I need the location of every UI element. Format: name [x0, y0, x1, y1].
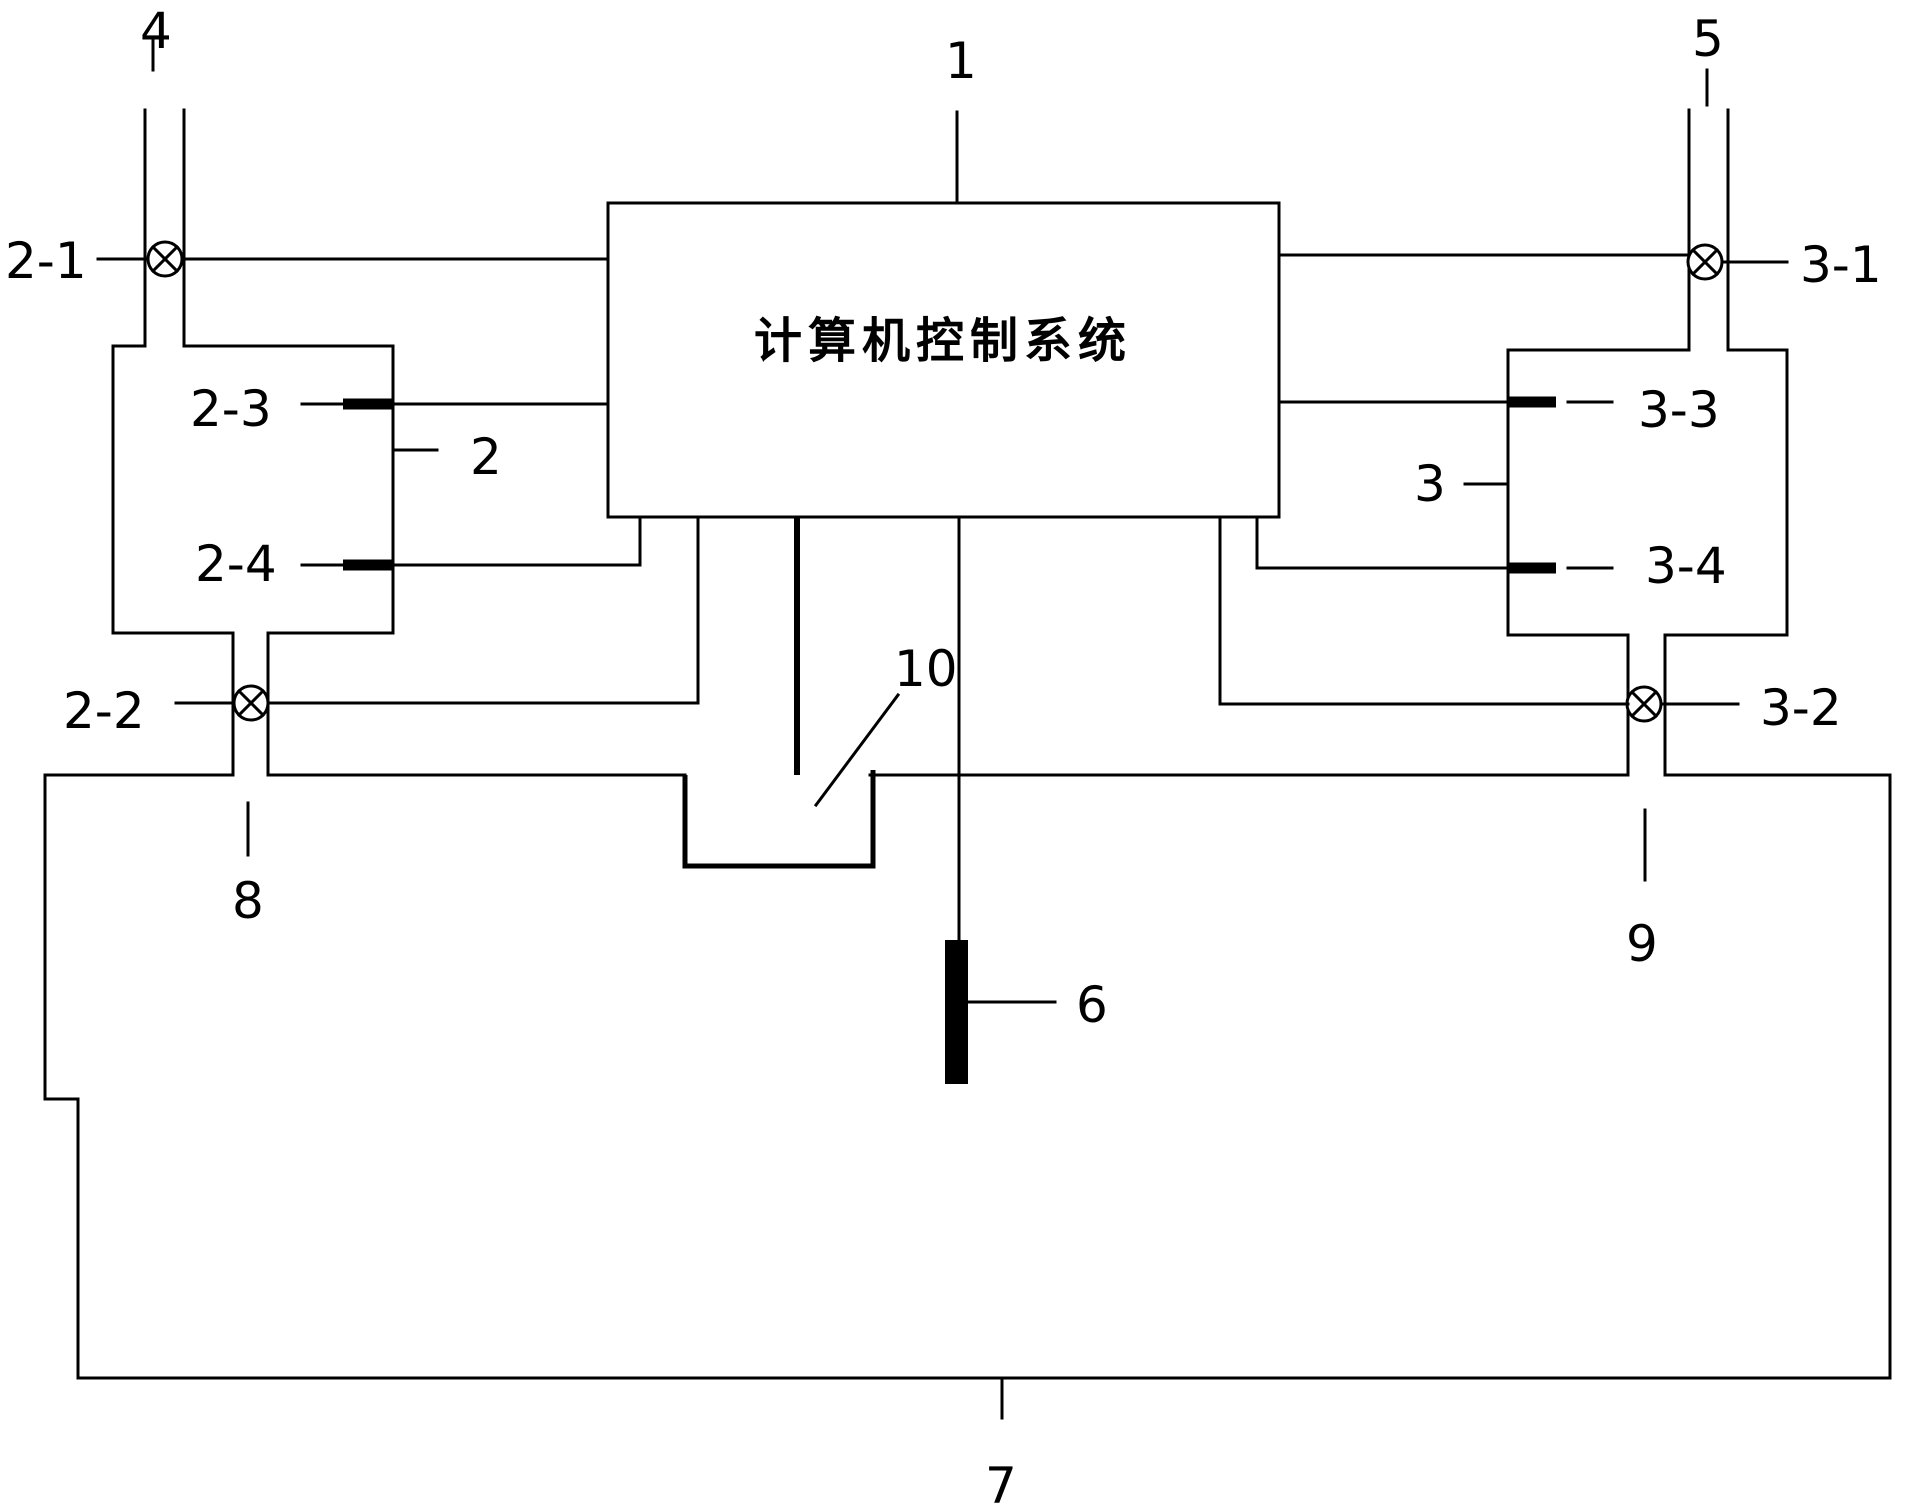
valve-2-2-icon — [232, 684, 270, 722]
label-valve-2-2: 2-2 — [63, 682, 145, 740]
label-valve-3-2: 3-2 — [1760, 679, 1842, 737]
valve-2-1-icon — [146, 240, 184, 278]
signal-wires — [182, 253, 1691, 942]
probe-icon — [945, 940, 1057, 1084]
label-control-system: 1 — [945, 32, 977, 90]
label-overflow-trough: 10 — [894, 640, 958, 698]
valve-3-1-icon — [1686, 243, 1724, 281]
label-sensor-3-4: 3-4 — [1645, 537, 1727, 595]
label-right-tank: 3 — [1414, 455, 1446, 513]
label-right-outlet: 9 — [1626, 915, 1658, 973]
label-sensor-3-3: 3-3 — [1638, 381, 1720, 439]
right-tank — [1463, 68, 1789, 882]
control-system-title: 计算机控制系统 — [754, 313, 1132, 369]
label-main-tank: 7 — [985, 1457, 1017, 1507]
label-left-tank: 2 — [470, 428, 502, 486]
overflow-trough — [682, 692, 901, 869]
label-left-outlet: 8 — [232, 872, 264, 930]
label-left-inlet: 4 — [140, 2, 172, 60]
label-probe: 6 — [1076, 976, 1108, 1034]
label-sensor-2-4: 2-4 — [195, 535, 277, 593]
left-tank — [96, 37, 439, 857]
main-tank — [43, 773, 1892, 1420]
label-valve-3-1: 3-1 — [1800, 236, 1882, 294]
label-sensor-2-3: 2-3 — [190, 380, 272, 438]
label-valve-2-1: 2-1 — [5, 232, 87, 290]
label-right-inlet: 5 — [1692, 10, 1724, 68]
control-system-box: 计算机控制系统 — [606, 110, 1281, 519]
valve-3-2-icon — [1625, 685, 1663, 723]
